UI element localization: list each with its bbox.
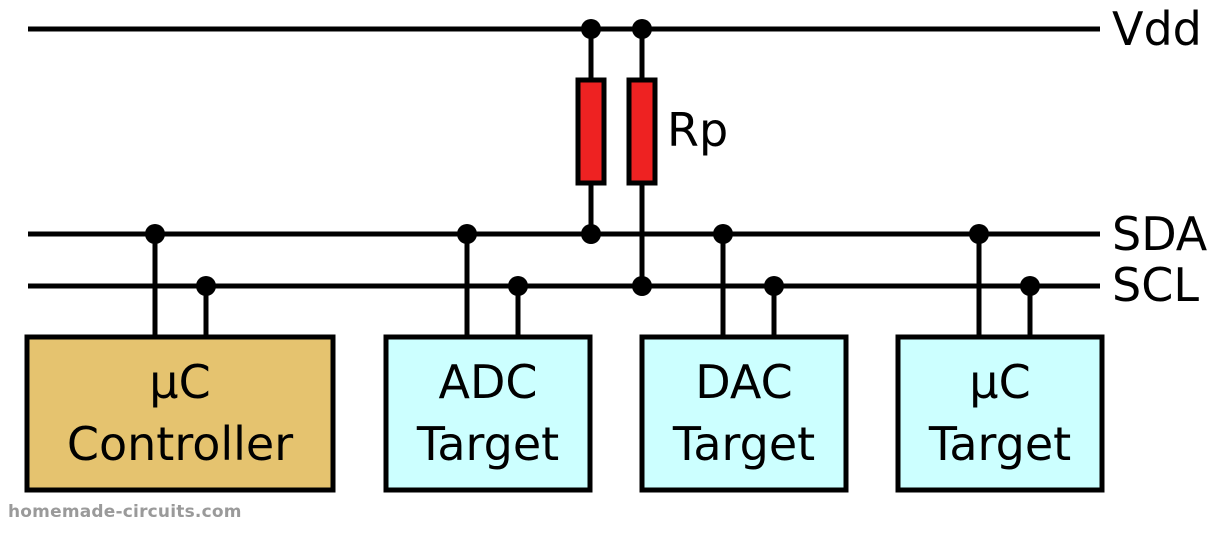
controller-block-line2: Controller: [67, 417, 293, 471]
resistor-label: Rp: [667, 103, 728, 157]
scl-label: SCL: [1112, 258, 1199, 312]
vdd-label: Vdd: [1112, 2, 1202, 56]
pullup-resistor-sda: [575, 29, 607, 234]
uc-target-block-line1: µC: [969, 355, 1030, 409]
uc-target-block-line2: Target: [928, 417, 1071, 471]
junction-dots: [145, 19, 1040, 296]
dac-target-block-line1: DAC: [695, 355, 792, 409]
dac-target-block-line2: Target: [672, 417, 815, 471]
controller-block: µC Controller: [24, 334, 336, 493]
site-watermark: homemade-circuits.com: [8, 502, 242, 522]
dac-target-block: DAC Target: [639, 334, 849, 493]
adc-target-block-line1: ADC: [438, 355, 537, 409]
controller-block-line1: µC: [149, 355, 210, 409]
sda-label: SDA: [1112, 207, 1208, 261]
adc-target-block: ADC Target: [383, 334, 593, 493]
pullup-resistor-scl: [626, 29, 658, 286]
uc-target-block: µC Target: [895, 334, 1105, 493]
adc-target-block-line2: Target: [416, 417, 559, 471]
